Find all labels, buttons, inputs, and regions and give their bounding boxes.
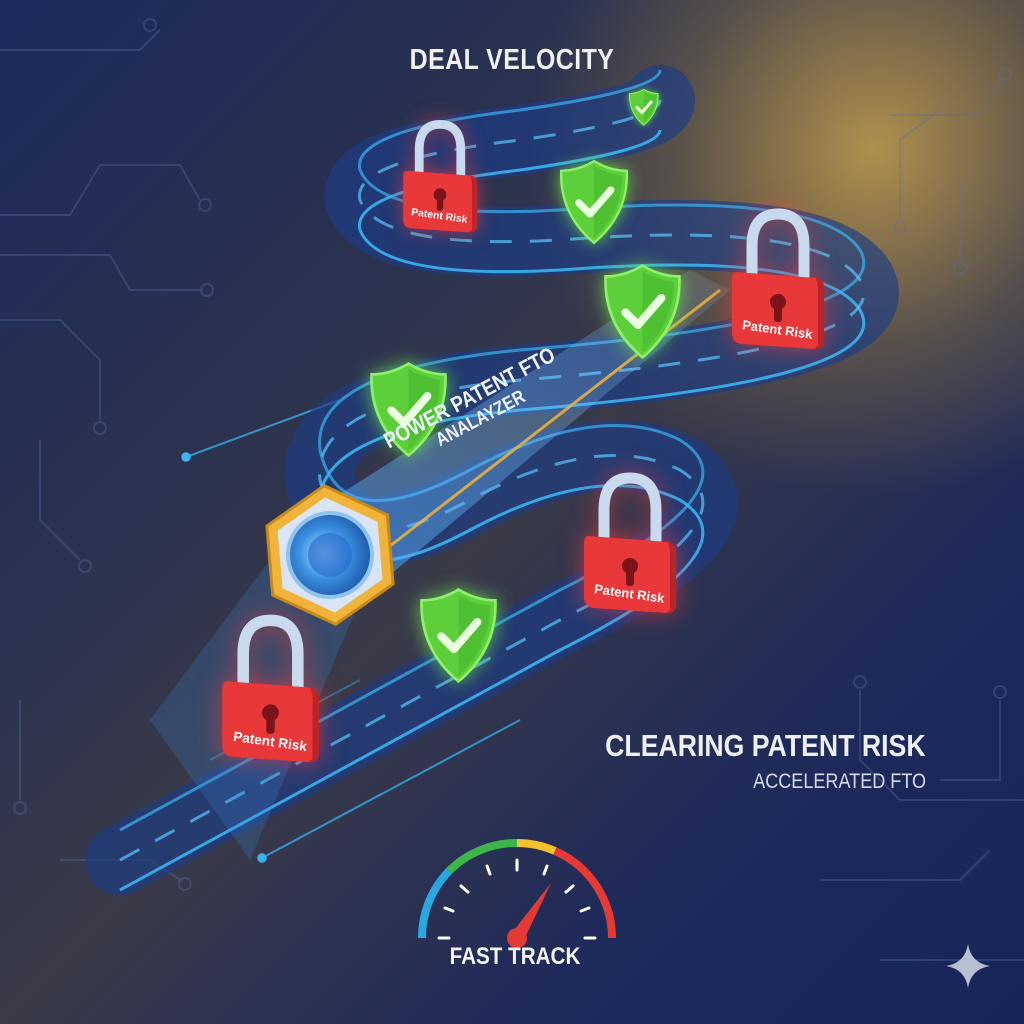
circuit-traces	[0, 18, 1024, 961]
check-shield-icon	[628, 88, 660, 127]
headline: CLEARING PATENT RISK	[605, 728, 926, 763]
check-shield-icon	[558, 158, 630, 246]
check-shield-icon	[602, 262, 683, 361]
padlock-icon: Patent Risk	[728, 206, 828, 356]
padlock-icon: Patent Risk	[580, 470, 680, 620]
check-shield-icon	[368, 360, 449, 459]
gauge-label: FAST TRACK	[449, 943, 581, 970]
analyzer-beam	[300, 270, 730, 600]
sparkle-icon	[946, 944, 990, 988]
padlock-icon: Patent Risk	[400, 118, 480, 238]
analyzer-lens	[265, 484, 395, 626]
padlock-icon: Patent Risk	[218, 612, 323, 770]
check-shield-icon	[418, 586, 499, 685]
page-title: DEAL VELOCITY	[409, 44, 615, 76]
subheadline: ACCELERATED FTO	[753, 770, 926, 793]
